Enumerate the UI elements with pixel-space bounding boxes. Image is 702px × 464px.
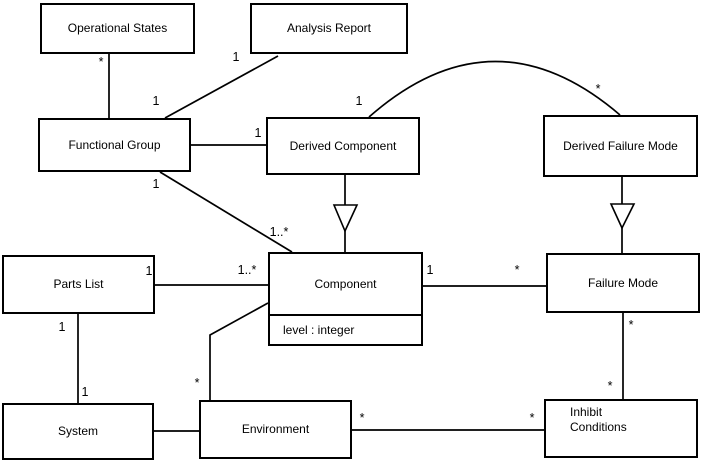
class-box-parts-list: Parts List (2, 255, 155, 314)
multiplicity-label: 1 (145, 264, 153, 278)
class-name-parts-list: Parts List (53, 277, 104, 291)
multiplicity-label: 1 (152, 94, 160, 108)
class-box-derived-failure-mode: Derived Failure Mode (543, 115, 698, 177)
multiplicity-label: 1..* (237, 263, 257, 277)
class-box-analysis-report: Analysis Report (250, 3, 408, 54)
multiplicity-label: 1 (232, 50, 240, 64)
class-box-derived-component: Derived Component (266, 117, 420, 175)
class-name-functional-group: Functional Group (68, 137, 161, 152)
multiplicity-label: * (595, 82, 601, 96)
class-box-functional-group: Functional Group (38, 118, 191, 172)
multiplicity-label: 1..* (269, 225, 289, 239)
multiplicity-label: * (529, 411, 535, 425)
multiplicity-label: * (607, 379, 613, 393)
multiplicity-label: * (359, 411, 365, 425)
class-box-operational-states: Operational States (40, 3, 195, 54)
class-name-failure-mode: Failure Mode (587, 275, 659, 290)
multiplicity-label: 1 (254, 126, 262, 140)
class-name-derived-component: Derived Component (289, 138, 397, 153)
class-name-component: Component (314, 276, 377, 291)
multiplicity-label: 1 (426, 263, 434, 277)
class-name-system: System (57, 424, 98, 438)
class-name-environment: Environment (241, 422, 310, 436)
multiplicity-label: 1 (152, 177, 160, 191)
class-box-component: Component level : integer (268, 252, 423, 346)
multiplicity-label: * (98, 55, 104, 69)
edge-derived-component-to-derived-failure-mode (368, 60, 621, 118)
class-box-failure-mode: Failure Mode (546, 253, 700, 313)
multiplicity-label: * (628, 318, 634, 332)
edge-functional-group-to-component (159, 171, 293, 253)
edge-component-to-environment (209, 302, 269, 400)
multiplicity-label: 1 (81, 385, 89, 399)
generalization-arrow-derived-component-to-component (332, 204, 359, 233)
class-attributes-component: level : integer (270, 314, 421, 344)
class-name-operational-states: Operational States (67, 21, 168, 35)
generalization-arrow-derived-failure-mode-to-failure-mode (609, 203, 636, 230)
class-box-environment: Environment (199, 400, 352, 459)
class-name-derived-failure-mode: Derived Failure Mode (563, 138, 678, 153)
multiplicity-label: * (514, 263, 520, 277)
edge-functional-group-to-analysis-report (164, 55, 279, 119)
multiplicity-label: * (194, 376, 200, 390)
class-name-analysis-report: Analysis Report (286, 21, 372, 35)
class-box-system: System (2, 403, 154, 460)
multiplicity-label: 1 (355, 94, 363, 108)
multiplicity-label: 1 (58, 320, 66, 334)
